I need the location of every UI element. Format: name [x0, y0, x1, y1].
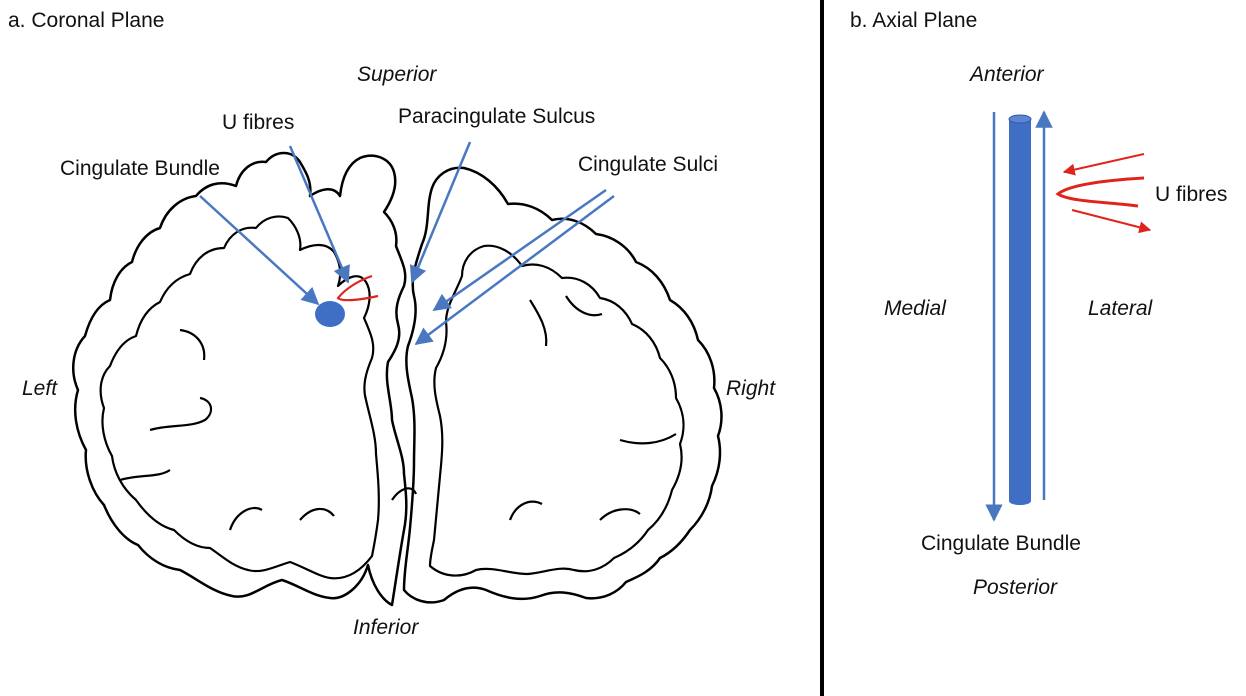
u-fibres-axial-curve — [1058, 178, 1144, 206]
cingulate-bundle-coronal — [315, 301, 345, 327]
right-white-matter-outline — [430, 246, 683, 576]
cingulate-bundle-axial — [1009, 119, 1031, 501]
right-sulcus-5 — [530, 300, 546, 346]
right-sulcus-2 — [620, 434, 676, 443]
cingulate-sulci-arrow-1 — [434, 190, 606, 310]
left-hemisphere-outline — [73, 153, 406, 605]
right-sulcus-1 — [566, 296, 602, 315]
paracingulate-sulcus-arrow — [412, 142, 470, 282]
left-white-matter-outline — [101, 216, 379, 578]
u-fibres-arrow — [290, 146, 348, 282]
u-fibres-axial-arrow-in — [1064, 154, 1144, 172]
left-sulcus-1 — [150, 398, 211, 430]
left-sulcus-4 — [180, 330, 204, 360]
left-sulcus-5 — [300, 509, 334, 520]
left-sulcus-3 — [230, 508, 262, 530]
u-fibres-axial-arrow-out — [1072, 210, 1150, 230]
right-sulcus-3 — [600, 509, 640, 520]
cingulate-sulci-arrow-2 — [416, 196, 614, 344]
left-sulcus-2 — [120, 470, 170, 480]
cylinder-top-cap — [1009, 115, 1031, 123]
right-sulcus-4 — [510, 502, 542, 520]
cylinder-bottom-cap — [1009, 497, 1031, 505]
